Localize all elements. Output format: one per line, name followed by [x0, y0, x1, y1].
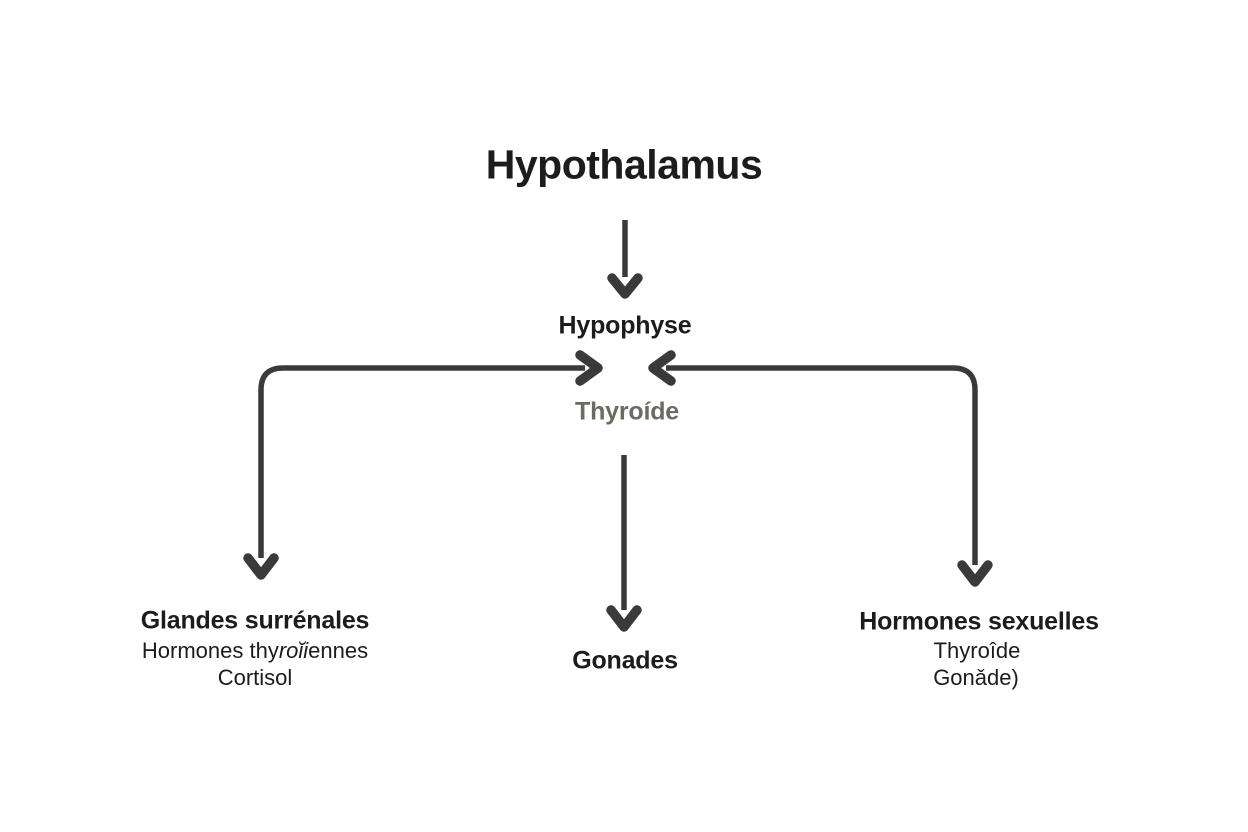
arrow-hypothalamus-to-hypophyse	[607, 220, 643, 299]
arrowhead-left-icon	[648, 350, 676, 386]
arrow-left-branch	[243, 350, 603, 580]
arrowhead-down-icon	[607, 273, 643, 299]
left-group-heading: Glandes surrénales	[140, 606, 370, 635]
left-group-line2-suffix: ennes	[308, 638, 369, 663]
node-gonades: Gonades	[572, 646, 678, 675]
arrowhead-down-icon	[243, 553, 279, 580]
arrow-stem	[666, 365, 978, 565]
left-group-line3: Cortisol	[217, 665, 293, 690]
right-group-line3: Gonǎde)	[933, 665, 1019, 690]
arrow-thyroide-to-gonades	[606, 455, 642, 632]
node-hypophyse: Hypophyse	[558, 311, 692, 340]
diagram-title: Hypothalamus	[485, 141, 763, 188]
arrowhead-down-icon	[606, 605, 642, 632]
arrowhead-right-icon	[575, 350, 603, 386]
left-group-line2-prefix: Hormones thy	[141, 638, 279, 663]
left-group-line2: Hormones thyroĭiennes	[142, 638, 368, 664]
right-group-heading: Hormones sexuelles	[859, 607, 1099, 636]
arrowhead-down-icon	[957, 560, 993, 587]
left-group-line2-italic: roĭi	[278, 638, 309, 663]
arrow-stem	[258, 365, 585, 558]
node-thyroide-center: Thyroíde	[575, 397, 679, 426]
arrow-right-branch	[648, 350, 993, 587]
right-group-line2: Thyroîde	[933, 638, 1021, 663]
